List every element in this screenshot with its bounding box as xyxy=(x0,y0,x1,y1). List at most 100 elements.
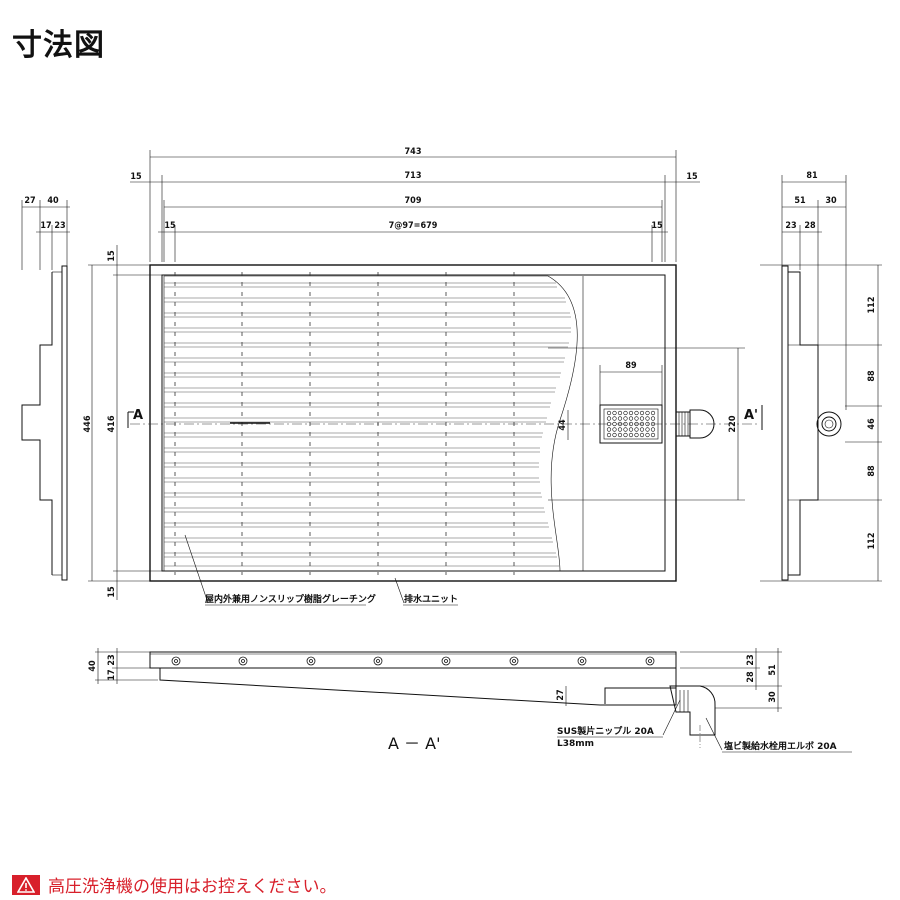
drain-hole xyxy=(628,421,634,427)
grating-slats xyxy=(163,272,578,575)
dim-sec-23: 23 xyxy=(107,654,117,665)
drain-hole xyxy=(634,421,639,427)
drain-hole xyxy=(650,421,656,427)
plan-view: 89 44 220 A A' xyxy=(127,264,763,582)
plan-height-dims: 446 416 15 15 xyxy=(83,245,162,600)
top-dimensions: 743 713 15 15 709 7@97=679 15 15 xyxy=(130,147,700,262)
drain-hole xyxy=(645,432,650,438)
drain-hole xyxy=(639,416,645,421)
dim-right-23: 23 xyxy=(785,221,796,231)
drain-hole xyxy=(623,432,628,438)
dim-right-88-bottom: 88 xyxy=(867,465,877,477)
drain-hole xyxy=(617,427,623,432)
dim-drain-220: 220 xyxy=(728,415,738,432)
drain-hole xyxy=(617,416,623,421)
drain-hole xyxy=(628,410,634,416)
drain-hole xyxy=(639,421,645,427)
dim-right-51: 51 xyxy=(794,196,806,206)
drain-hole xyxy=(612,432,617,438)
dim-bottom-15: 15 xyxy=(107,586,117,598)
drain-hole xyxy=(645,416,650,421)
label-nipple: SUS製片ニップル 20A xyxy=(557,725,654,737)
dim-right-46: 46 xyxy=(867,418,877,430)
section-marker-a-prime: A' xyxy=(744,408,758,423)
drain-hole xyxy=(606,416,612,421)
dim-right-88-top: 88 xyxy=(867,370,877,382)
drain-hole xyxy=(617,421,623,427)
dim-edge-15-right2: 15 xyxy=(651,221,663,231)
drain-hole xyxy=(612,421,617,427)
dim-height-446: 446 xyxy=(83,415,93,432)
dim-right-112-top: 112 xyxy=(867,297,877,314)
drain-hole xyxy=(634,416,639,421)
drain-hole xyxy=(623,427,628,432)
dim-sec-30: 30 xyxy=(768,691,778,703)
dim-height-416: 416 xyxy=(107,415,117,432)
label-nipple-length: L38mm xyxy=(557,739,594,749)
drain-hole xyxy=(645,410,650,416)
dim-left-23: 23 xyxy=(54,221,65,231)
drain-hole xyxy=(617,410,623,416)
section-marker-a: A xyxy=(133,408,143,423)
right-side-view: 81 51 30 23 28 112 88 46 88 112 xyxy=(760,171,882,582)
drain-hole xyxy=(650,427,656,432)
label-elbow: 塩ビ製給水栓用エルボ 20A xyxy=(724,740,837,752)
warning-triangle-icon xyxy=(12,874,40,895)
drain-hole xyxy=(612,416,617,421)
page-title: 寸法図 xyxy=(12,28,105,63)
drain-hole xyxy=(623,416,628,421)
dim-drain-89: 89 xyxy=(625,361,637,371)
drain-hole xyxy=(606,410,612,416)
drain-hole xyxy=(645,421,650,427)
dim-left-17: 17 xyxy=(40,221,51,231)
drain-hole xyxy=(606,421,612,427)
dim-sec-28: 28 xyxy=(746,671,756,683)
drain-hole xyxy=(612,427,617,432)
dim-top-15: 15 xyxy=(107,250,117,262)
drain-hole xyxy=(634,432,639,438)
drain-hole xyxy=(628,416,634,421)
dim-right-28: 28 xyxy=(804,221,816,231)
left-side-view: 27 40 17 23 xyxy=(21,196,70,581)
dim-overall-width: 743 xyxy=(405,147,422,157)
drain-hole xyxy=(623,421,628,427)
plan-labels: 屋内外兼用ノンスリップ樹脂グレーチング 排水ユニット xyxy=(184,534,458,606)
drain-hole xyxy=(623,410,628,416)
dim-width-713: 713 xyxy=(405,171,422,181)
drain-hole xyxy=(628,432,634,438)
dim-sec-51: 51 xyxy=(768,664,778,676)
drain-hole xyxy=(645,427,650,432)
dim-edge-15-right: 15 xyxy=(686,172,698,182)
label-grating: 屋内外兼用ノンスリップ樹脂グレーチング xyxy=(205,593,376,605)
drain-hole xyxy=(639,432,645,438)
dim-pitch-note: 7@97=679 xyxy=(389,221,438,231)
drain-hole xyxy=(639,427,645,432)
drain-hole xyxy=(628,427,634,432)
drain-pipe xyxy=(675,409,715,439)
dim-sec-40: 40 xyxy=(88,660,98,672)
dim-edge-15-left2: 15 xyxy=(164,221,176,231)
dim-left-27: 27 xyxy=(24,196,35,206)
dim-sec-17: 17 xyxy=(107,669,117,680)
dim-sec-23b: 23 xyxy=(746,654,756,665)
drain-box xyxy=(599,404,663,444)
drain-hole xyxy=(612,410,617,416)
dim-drain-44: 44 xyxy=(558,419,568,431)
dim-right-30: 30 xyxy=(825,196,837,206)
drain-hole xyxy=(606,432,612,438)
dim-left-40: 40 xyxy=(47,196,59,206)
dim-sec-27: 27 xyxy=(556,689,566,700)
dim-width-709: 709 xyxy=(405,196,422,206)
drain-hole xyxy=(650,410,656,416)
warning-text: 高圧洗浄機の使用はお控えください。 xyxy=(48,877,337,897)
dim-right-112-bottom: 112 xyxy=(867,533,877,550)
label-drain-unit: 排水ユニット xyxy=(404,593,458,605)
dim-edge-15-left: 15 xyxy=(130,172,142,182)
drain-hole xyxy=(650,416,656,421)
drain-hole xyxy=(634,427,639,432)
drain-hole xyxy=(639,410,645,416)
warning-notice: 高圧洗浄機の使用はお控えください。 xyxy=(12,872,337,897)
drain-hole xyxy=(634,410,639,416)
drain-hole xyxy=(606,427,612,432)
